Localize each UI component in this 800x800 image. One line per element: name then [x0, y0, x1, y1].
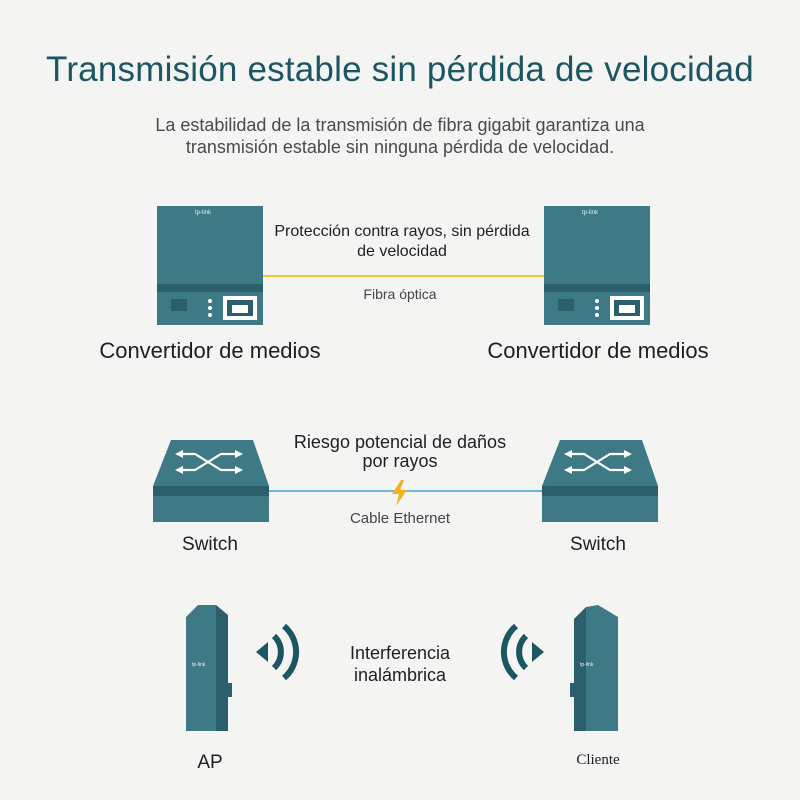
- tp-link-logo: tp-link: [192, 662, 206, 668]
- switch-right-label: Switch: [570, 534, 626, 555]
- wifi-signal-icon: [500, 623, 544, 681]
- wireless-caption-line-1: Interferencia: [349, 643, 451, 663]
- wifi-signal-icon: [256, 623, 300, 681]
- tp-link-logo: tp-link: [582, 210, 599, 216]
- page-title: Transmisión estable sin pérdida de veloc…: [46, 50, 754, 89]
- ethernet-caption: Riesgo potencial de daños por rayos: [250, 433, 550, 471]
- tp-link-logo: tp-link: [580, 662, 594, 668]
- subtitle-line-2: transmisión estable sin ninguna pérdida …: [185, 137, 615, 157]
- client-label: Cliente: [576, 752, 620, 768]
- switch-left-label: Switch: [182, 534, 238, 555]
- wireless-caption-line-2: inalámbrica: [353, 665, 447, 685]
- fiber-caption: Protección contra rayos, sin pérdida de …: [240, 222, 564, 262]
- client-device: [570, 605, 618, 731]
- subtitle-line-1: La estabilidad de la transmisión de fibr…: [155, 115, 645, 135]
- ethernet-link-label: Cable Ethernet: [349, 510, 451, 527]
- wireless-caption: Interferencia inalámbrica: [300, 642, 500, 686]
- page-subtitle: La estabilidad de la transmisión de fibr…: [0, 114, 800, 158]
- tp-link-logo: tp-link: [195, 210, 212, 216]
- switch-right: [542, 440, 658, 522]
- media-converter-left: [157, 206, 263, 325]
- media-converter-right: [544, 206, 650, 325]
- access-point-label: AP: [197, 752, 223, 773]
- fiber-caption-line-2: de velocidad: [357, 243, 447, 260]
- media-converter-left-label: Convertidor de medios: [99, 338, 321, 363]
- access-point-device: [186, 605, 232, 731]
- switch-left: [153, 440, 269, 522]
- fiber-link-label: Fibra óptica: [363, 286, 437, 302]
- lightning-bolt-icon: [392, 480, 407, 506]
- media-converter-right-label: Convertidor de medios: [487, 338, 709, 363]
- ethernet-caption-line-1: Riesgo potencial de daños: [293, 432, 507, 452]
- fiber-caption-line-1: Protección contra rayos, sin pérdida: [274, 223, 530, 240]
- ethernet-caption-line-2: por rayos: [362, 451, 438, 471]
